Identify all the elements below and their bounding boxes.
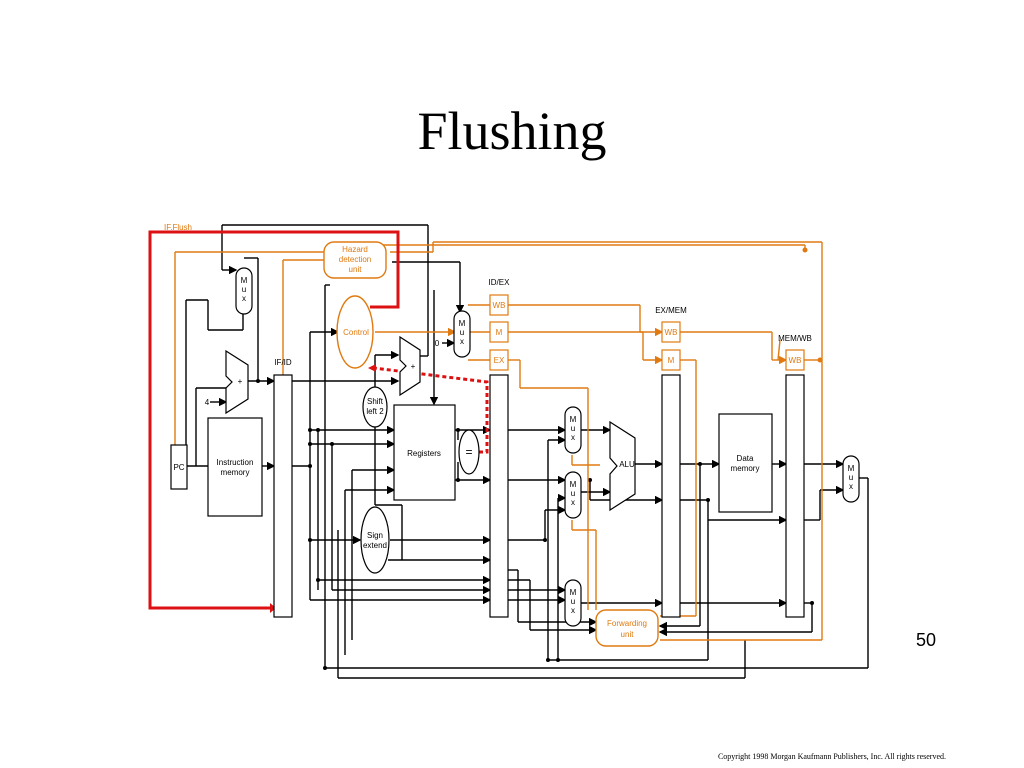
alu bbox=[609, 420, 636, 512]
wire-junctions bbox=[256, 379, 814, 670]
shift-label-line1: Shift bbox=[367, 397, 384, 406]
instruction-memory-label-line2: memory bbox=[221, 468, 250, 477]
forwarding-label-line2: unit bbox=[621, 630, 635, 639]
id-ex-wb-field bbox=[489, 294, 509, 316]
shift-label-line2: left 2 bbox=[366, 407, 384, 416]
sign-extend-unit bbox=[360, 506, 390, 574]
data-memory-label-line1: Data bbox=[737, 454, 754, 463]
forwarding-unit bbox=[595, 609, 659, 647]
alu-a-mux bbox=[564, 406, 582, 454]
mem-wb-register bbox=[785, 374, 805, 618]
if-flush-path bbox=[148, 230, 489, 613]
hazard-detection-unit bbox=[323, 241, 387, 279]
wb-mux-label-x: x bbox=[849, 482, 853, 491]
pc-mux-label-x: x bbox=[242, 294, 246, 303]
four-constant-label: 4 bbox=[205, 398, 210, 407]
equality-comparator bbox=[458, 429, 480, 475]
pc-label: PC bbox=[173, 463, 184, 472]
control-mux-label-u: u bbox=[460, 328, 464, 337]
copyright-notice: Copyright 1998 Morgan Kaufmann Publisher… bbox=[717, 752, 946, 761]
id-ex-m-field bbox=[489, 321, 509, 343]
id-ex-ex-label: EX bbox=[494, 356, 505, 365]
hazard-label-line3: unit bbox=[349, 265, 363, 274]
alu-b-mux-label-x: x bbox=[571, 498, 575, 507]
forwarding-label-line1: Forwarding bbox=[607, 619, 647, 628]
if-id-label: IF/ID bbox=[274, 358, 292, 367]
id-ex-wb-label: WB bbox=[493, 301, 506, 310]
ex-mem-label: EX/MEM bbox=[655, 306, 687, 315]
mem-wb-label: MEM/WB bbox=[778, 334, 812, 343]
ex-mem-m-field bbox=[661, 349, 681, 371]
wb-mux-label-m: M bbox=[848, 464, 855, 473]
registers-label: Registers bbox=[407, 449, 441, 458]
data-memory-label-line2: memory bbox=[731, 464, 760, 473]
pc-mux-label-u: u bbox=[242, 285, 246, 294]
alu-a-mux-label-u: u bbox=[571, 424, 575, 433]
reg-dest-mux-label-x: x bbox=[571, 606, 575, 615]
shift-left-2 bbox=[362, 386, 388, 428]
alu-b-mux bbox=[564, 471, 582, 519]
reg-dest-mux-label-m: M bbox=[570, 588, 577, 597]
control-junctions bbox=[802, 247, 823, 363]
control-zero-mux bbox=[453, 310, 471, 358]
instruction-memory-label-line1: Instruction bbox=[217, 458, 254, 467]
register-file bbox=[393, 404, 456, 501]
alu-label: ALU bbox=[619, 460, 635, 469]
equal-label: = bbox=[465, 445, 472, 459]
pc-source-mux bbox=[235, 267, 253, 315]
id-ex-ex-field bbox=[489, 349, 509, 371]
mem-wb-wb-label: WB bbox=[789, 356, 802, 365]
id-ex-register bbox=[489, 374, 509, 618]
slide-title: Flushing bbox=[417, 101, 607, 161]
alu-a-mux-label-m: M bbox=[570, 415, 577, 424]
reg-dest-mux-label-u: u bbox=[571, 597, 575, 606]
ex-mem-m-label: M bbox=[668, 356, 675, 365]
id-ex-label: ID/EX bbox=[489, 278, 511, 287]
alu-b-mux-label-u: u bbox=[571, 489, 575, 498]
sign-extend-label-line2: extend bbox=[363, 541, 387, 550]
data-memory bbox=[718, 413, 773, 513]
ex-mem-wb-label: WB bbox=[665, 328, 678, 337]
ex-mem-wb-field bbox=[661, 321, 681, 343]
page-number: 50 bbox=[915, 630, 936, 650]
datapath-wires bbox=[185, 224, 869, 679]
control-mux-label-m: M bbox=[459, 319, 466, 328]
zero-constant-label: 0 bbox=[435, 339, 440, 348]
reg-dest-mux bbox=[564, 579, 582, 627]
ex-mem-register bbox=[661, 374, 681, 618]
control-mux-label-x: x bbox=[460, 337, 464, 346]
control-label: Control bbox=[343, 328, 369, 337]
control-wires bbox=[174, 241, 823, 641]
branch-target-adder bbox=[399, 335, 421, 397]
program-counter bbox=[170, 444, 188, 490]
if-id-register bbox=[273, 374, 293, 618]
alu-a-mux-label-x: x bbox=[571, 433, 575, 442]
id-ex-m-label: M bbox=[496, 328, 503, 337]
writeback-mux bbox=[842, 455, 860, 503]
branch-adder-plus-label: + bbox=[411, 362, 416, 371]
mem-wb-wb-field bbox=[785, 349, 805, 371]
if-flush-label: IF.Flush bbox=[164, 223, 192, 232]
pc-mux-label-m: M bbox=[241, 276, 248, 285]
pc-plus4-adder bbox=[225, 349, 249, 415]
pc-adder-plus-label: + bbox=[238, 377, 243, 386]
sign-extend-label-line1: Sign bbox=[367, 531, 383, 540]
control-unit bbox=[336, 295, 374, 369]
hazard-label-line1: Hazard bbox=[342, 245, 368, 254]
instruction-memory bbox=[207, 417, 263, 517]
alu-b-mux-label-m: M bbox=[570, 480, 577, 489]
hazard-label-line2: detection bbox=[339, 255, 371, 264]
wb-mux-label-u: u bbox=[849, 473, 853, 482]
